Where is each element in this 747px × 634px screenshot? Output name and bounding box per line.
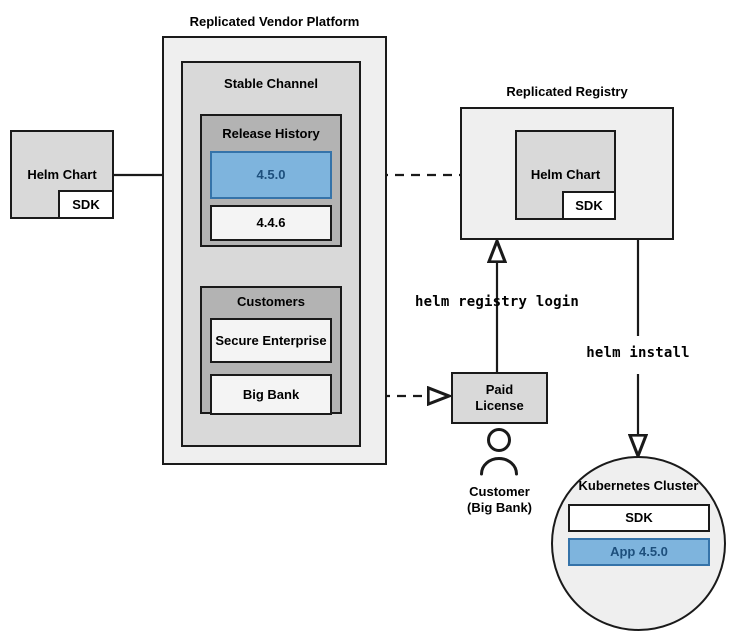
release-version-label: 4.4.6 [256,215,286,231]
cluster-component-label: App 4.5.0 [610,544,668,560]
release-version-label: 4.5.0 [256,167,286,183]
registry-title: Replicated Registry [506,84,628,99]
release-item-4-4-6[interactable]: 4.4.6 [210,205,332,241]
customer-actor-label-line1: Customer [469,484,530,499]
customer-item-secure-enterprise[interactable]: Secure Enterprise [210,318,332,363]
customer-actor-label-line2: (Big Bank) [467,500,532,515]
customer-item-big-bank[interactable]: Big Bank [210,374,332,415]
registry-sdk-label: SDK [575,197,603,213]
source-sdk-label: SDK [72,196,100,212]
person-icon [473,428,525,476]
release-history-label: Release History [222,126,320,141]
vendor-platform-title: Replicated Vendor Platform [189,14,360,29]
edge-label-registry-login: helm registry login [415,294,579,310]
paid-license-label-line2: License [475,398,524,413]
registry-helm-chart-label: Helm Chart [530,167,601,183]
cluster-component-label: SDK [625,510,653,526]
release-item-4-5-0[interactable]: 4.5.0 [210,151,332,199]
customer-name-label: Big Bank [242,386,300,402]
customer-name-label: Secure Enterprise [215,332,327,348]
node-source-helm-chart-sdk: SDK [58,190,114,219]
source-helm-chart-label: Helm Chart [27,166,97,182]
customers-label: Customers [237,294,305,309]
cluster-component-app: App 4.5.0 [568,538,710,566]
kubernetes-cluster-label: Kubernetes Cluster [578,478,699,493]
cluster-component-sdk: SDK [568,504,710,532]
paid-license-label-line1: Paid [485,382,514,398]
registry-helm-chart-sdk: SDK [562,191,616,220]
stable-channel-label: Stable Channel [224,76,318,91]
edge-label-helm-install: helm install [586,345,690,361]
node-paid-license: Paid License [451,372,548,424]
